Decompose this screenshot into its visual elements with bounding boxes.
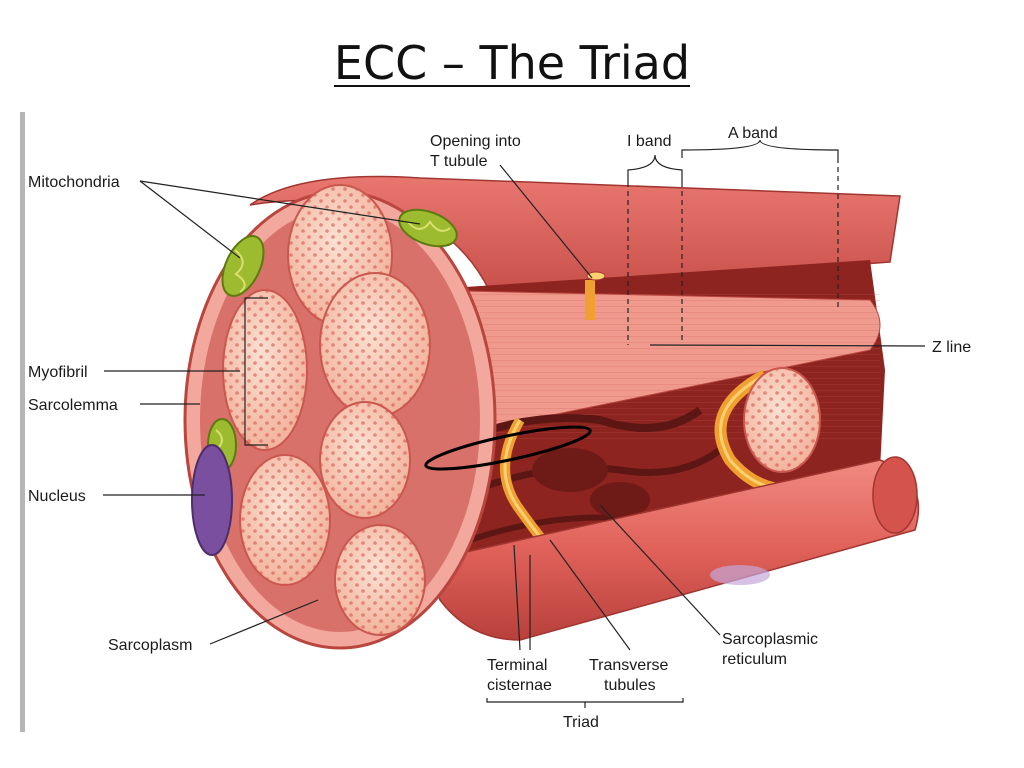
label-terminal-line1: Terminal [487,657,547,674]
mitochondria-shapes [207,208,458,472]
label-transverse-line2: tubules [604,677,656,694]
label-opening-line1: Opening into [430,133,521,150]
label-z-line: Z line [932,339,971,356]
band-brackets [627,139,839,345]
label-terminal-line2: cisternae [487,677,552,694]
label-sr-line1: Sarcoplasmic [722,631,818,648]
myofibril-cross-sections [222,184,431,636]
label-a-band: A band [728,125,778,142]
label-triad: Triad [563,714,599,731]
nucleus-shape [191,444,233,556]
label-transverse-line1: Transverse [589,657,669,674]
myofibril-bracket [244,297,268,446]
label-sarcolemma: Sarcolemma [28,397,118,414]
triad-highlight-oval [424,425,592,471]
label-opening-line2: T tubule [430,153,488,170]
leader-lines [103,164,926,708]
label-sr-line2: reticulum [722,651,787,668]
label-sarcoplasm: Sarcoplasm [108,637,192,654]
slide-title: ECC – The Triad [0,36,1024,90]
label-mitochondria: Mitochondria [28,174,120,191]
slide-title-text: ECC – The Triad [333,36,691,90]
label-i-band: I band [627,133,671,150]
label-myofibril: Myofibril [28,364,88,381]
label-nucleus: Nucleus [28,488,86,505]
image-edge [20,112,25,732]
lower-tube-end [872,456,918,534]
sarcolemma-nucleus-blob [710,565,770,585]
